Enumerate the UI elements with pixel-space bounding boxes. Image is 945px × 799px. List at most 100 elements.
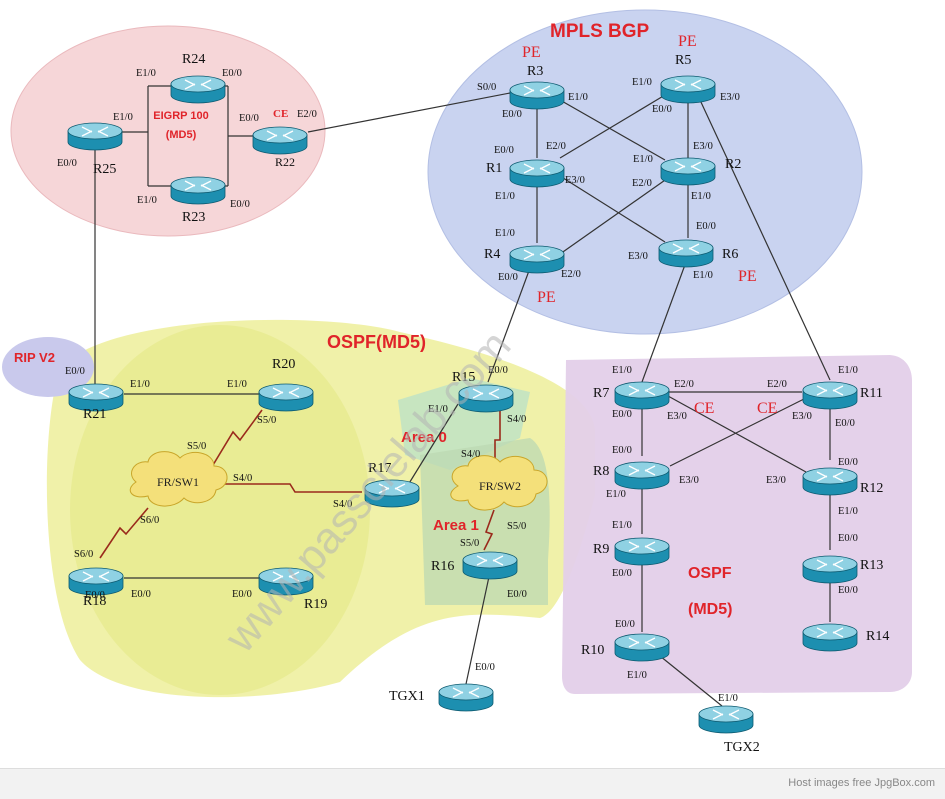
router-label-r3: R3 — [527, 64, 543, 79]
link-r22-r3 — [307, 92, 511, 133]
if-label: S5/0 — [460, 538, 479, 549]
router-icon-r1 — [509, 159, 565, 188]
router-icon-r15 — [458, 384, 514, 413]
router-icons — [67, 75, 858, 734]
if-label: E3/0 — [766, 475, 786, 486]
if-label: E1/0 — [632, 77, 652, 88]
router-icon-r20 — [258, 383, 314, 412]
router-label-r24: R24 — [182, 52, 205, 67]
router-label-r17: R17 — [368, 461, 391, 476]
if-label: S5/0 — [507, 521, 526, 532]
cloud-icon — [129, 451, 228, 507]
cloud-icon — [450, 455, 548, 511]
if-label: E1/0 — [137, 195, 157, 206]
if-label: E2/0 — [674, 379, 694, 390]
serial-frsw1-r17 — [222, 483, 362, 493]
interface-labels: E1/0 E0/0 E1/0 E0/0 E1/0 E0/0 E0/0 E2/0 … — [57, 68, 858, 704]
if-label: E0/0 — [232, 589, 252, 600]
if-label: E1/0 — [568, 92, 588, 103]
router-icon-r8 — [614, 461, 670, 490]
link-r3-r2 — [559, 99, 666, 161]
eigrp-zone — [10, 25, 326, 237]
rip-title: RIP V2 — [14, 350, 55, 365]
if-label: E0/0 — [498, 272, 518, 283]
router-icon-r10 — [614, 633, 670, 662]
link-r2-r4 — [559, 177, 669, 255]
router-label-r4: R4 — [484, 247, 500, 262]
if-label: E3/0 — [565, 175, 585, 186]
link-r11-r8 — [669, 397, 807, 467]
router-icon-tgx2 — [698, 705, 754, 734]
if-label: E1/0 — [718, 693, 738, 704]
if-label: E2/0 — [632, 178, 652, 189]
if-label: E1/0 — [627, 670, 647, 681]
if-label: E1/0 — [428, 404, 448, 415]
router-icon-r17 — [364, 479, 420, 508]
area0-title: Area 0 — [401, 429, 447, 446]
if-label: E1/0 — [612, 520, 632, 531]
role-tags: PE PE PE PE CE CE CE — [273, 33, 777, 417]
if-label: E0/0 — [131, 589, 151, 600]
if-label: E1/0 — [691, 191, 711, 202]
serial-frsw1-r18 — [99, 507, 149, 559]
router-label-r8: R8 — [593, 464, 609, 479]
if-label: S6/0 — [140, 515, 159, 526]
router-label-tgx2: TGX2 — [724, 740, 760, 755]
if-label: E0/0 — [652, 104, 672, 115]
area1-title: Area 1 — [433, 517, 479, 534]
router-label-r15: R15 — [452, 370, 475, 385]
if-label: E3/0 — [720, 92, 740, 103]
if-label: E0/0 — [239, 113, 259, 124]
router-label-r9: R9 — [593, 542, 609, 557]
link-r1-r6 — [559, 175, 666, 243]
if-label: E1/0 — [113, 112, 133, 123]
if-label: E0/0 — [475, 662, 495, 673]
if-label: E2/0 — [297, 109, 317, 120]
router-icon-tgx1 — [438, 683, 494, 712]
if-label: S5/0 — [257, 415, 276, 426]
router-icon-r25 — [67, 122, 123, 151]
if-label: E2/0 — [561, 269, 581, 280]
if-label: E2/0 — [767, 379, 787, 390]
cloud-label: FR/SW1 — [157, 475, 199, 489]
if-label: E0/0 — [494, 145, 514, 156]
router-icon-r13 — [802, 555, 858, 584]
router-icon-r14 — [802, 623, 858, 652]
router-icon-r7 — [614, 381, 670, 410]
ce-tag-r7: CE — [694, 400, 714, 417]
if-label: E0/0 — [65, 366, 85, 377]
router-icon-r22 — [252, 126, 308, 155]
if-label: E0/0 — [838, 585, 858, 596]
router-label-r22: R22 — [275, 155, 295, 169]
link-r5-r1 — [559, 94, 666, 159]
if-label: E1/0 — [612, 365, 632, 376]
router-label-r25: R25 — [93, 162, 116, 177]
router-label-r2: R2 — [725, 157, 741, 172]
serial-frsw2-r16 — [483, 509, 495, 551]
router-icon-r4 — [509, 245, 565, 274]
frame-relay-switch-1: FR/SW1 — [129, 451, 228, 507]
link-r10-tgx2 — [659, 655, 723, 707]
router-icon-r6 — [658, 239, 714, 268]
ospf-left-title: OSPF(MD5) — [327, 332, 426, 352]
router-label-r20: R20 — [272, 357, 295, 372]
router-label-r5: R5 — [675, 53, 691, 68]
if-label: E1/0 — [838, 365, 858, 376]
link-r5-r11 — [699, 99, 831, 381]
ospf-right-zone — [562, 355, 912, 694]
if-label: S4/0 — [333, 499, 352, 510]
ce-tag-r11: CE — [757, 400, 777, 417]
if-label: E1/0 — [838, 506, 858, 517]
if-label: E0/0 — [57, 158, 77, 169]
if-label: E2/0 — [546, 141, 566, 152]
router-label-r7: R7 — [593, 386, 609, 401]
link-r15-r17 — [407, 403, 459, 486]
ospf-right-title-line1: OSPF — [688, 565, 732, 582]
if-label: S4/0 — [233, 473, 252, 484]
pe-tag-r6: PE — [738, 268, 757, 285]
if-label: E0/0 — [615, 619, 635, 630]
router-icon-r12 — [802, 467, 858, 496]
if-label: E0/0 — [612, 568, 632, 579]
router-label-r11: R11 — [860, 386, 883, 401]
eigrp-title-line2: (MD5) — [166, 129, 197, 141]
